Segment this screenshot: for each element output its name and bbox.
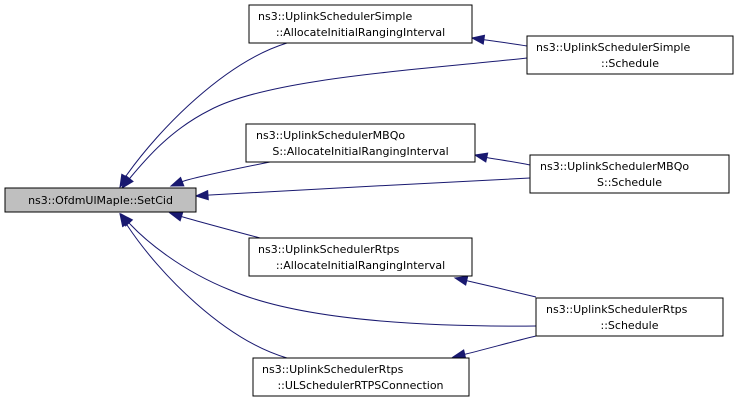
- node-rtps-connection-line2: ::ULSchedulerRTPSConnection: [277, 379, 443, 392]
- node-rtps-schedule[interactable]: ns3::UplinkSchedulerRtps ::Schedule: [535, 297, 724, 337]
- node-simple-schedule-line1: ns3::UplinkSchedulerSimple: [536, 41, 690, 54]
- arrowhead-3: [194, 189, 209, 201]
- arrowhead-2: [169, 176, 185, 187]
- edge-simple_alloc-to-setcid: [125, 42, 288, 177]
- arrowhead-9: [453, 275, 469, 286]
- edge-simple_sched-to-setcid: [129, 57, 528, 179]
- node-rtps-connection[interactable]: ns3::UplinkSchedulerRtps ::ULSchedulerRT…: [252, 357, 470, 397]
- node-mbqos-schedule[interactable]: ns3::UplinkSchedulerMBQo S::Schedule: [529, 154, 730, 194]
- node-setcid-label: ns3::OfdmUlMapIe::SetCid: [28, 194, 173, 207]
- edge-mbqos_alloc-to-setcid: [183, 161, 271, 182]
- node-rtps-schedule-line1: ns3::UplinkSchedulerRtps: [546, 303, 688, 316]
- edge-rtps_sched-to-setcid: [129, 223, 537, 327]
- node-simple-schedule[interactable]: ns3::UplinkSchedulerSimple ::Schedule: [526, 35, 734, 75]
- edge-rtps_conn-to-setcid: [126, 224, 288, 359]
- node-rtps-schedule-line2: ::Schedule: [601, 319, 659, 332]
- edge-mbqos_sched-to-mbqos_alloc: [488, 157, 531, 166]
- node-rtps-connection-line1: ns3::UplinkSchedulerRtps: [262, 363, 404, 376]
- node-mbqos-schedule-line2: S::Schedule: [597, 176, 662, 189]
- node-rtps-allocate[interactable]: ns3::UplinkSchedulerRtps ::AllocateIniti…: [248, 237, 473, 277]
- arrowhead-6: [119, 212, 132, 228]
- edge-simple_sched-to-simple_alloc: [485, 39, 528, 47]
- node-simple-schedule-line2: ::Schedule: [601, 57, 659, 70]
- arrowhead-4: [168, 211, 184, 222]
- arrowhead-1: [121, 174, 134, 190]
- edge-rtps_sched-to-rtps_alloc: [467, 280, 537, 298]
- node-mbqos-allocate[interactable]: ns3::UplinkSchedulerMBQo S::AllocateInit…: [245, 123, 476, 163]
- arrowhead-7: [470, 34, 486, 45]
- node-simple-allocate[interactable]: ns3::UplinkSchedulerSimple ::AllocateIni…: [248, 4, 473, 44]
- node-mbqos-schedule-line1: ns3::UplinkSchedulerMBQo: [540, 160, 689, 173]
- arrowhead-8: [473, 152, 489, 163]
- node-simple-allocate-line1: ns3::UplinkSchedulerSimple: [258, 10, 412, 23]
- node-simple-allocate-line2: ::AllocateInitialRangingInterval: [276, 26, 445, 39]
- edge-rtps_alloc-to-setcid: [182, 216, 261, 239]
- node-rtps-allocate-line1: ns3::UplinkSchedulerRtps: [258, 243, 400, 256]
- node-mbqos-allocate-line1: ns3::UplinkSchedulerMBQo: [256, 129, 405, 142]
- node-rtps-allocate-line2: ::AllocateInitialRangingInterval: [276, 259, 445, 272]
- edge-mbqos_sched-to-setcid: [209, 177, 531, 196]
- arrowhead-10: [451, 349, 467, 360]
- node-mbqos-allocate-line2: S::AllocateInitialRangingInterval: [272, 145, 448, 158]
- edges-layer: [119, 34, 537, 360]
- edge-rtps_sched-to-rtps_conn: [465, 335, 537, 355]
- node-setcid[interactable]: ns3::OfdmUlMapIe::SetCid: [4, 187, 197, 213]
